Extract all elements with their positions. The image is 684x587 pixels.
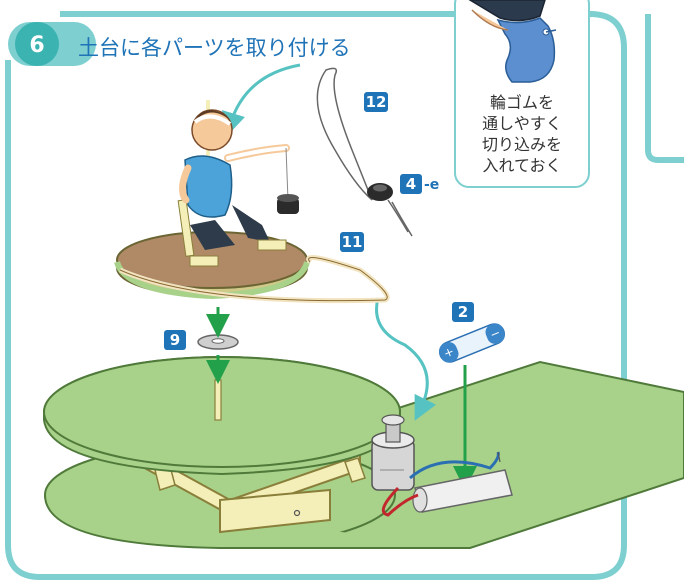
battery-minus-icon: −: [488, 325, 503, 342]
step-title: 土台に各パーツを取り付ける: [78, 36, 351, 60]
part-badge-4: 4 -e: [400, 174, 439, 194]
svg-text:11: 11: [342, 233, 363, 251]
svg-text:12: 12: [366, 93, 387, 111]
battery-part-2: + −: [438, 323, 506, 363]
part-badge-11: 11: [340, 232, 364, 252]
battery-plus-icon: +: [442, 344, 457, 361]
step-header: 6 土台に各パーツを取り付ける: [8, 22, 351, 66]
callout-box: 輪ゴムを 通しやすく 切り込みを 入れておく: [454, 0, 590, 188]
part-badge-9: 9: [164, 330, 186, 350]
step-frame: [5, 11, 684, 580]
battery-holder: [381, 451, 513, 517]
step-number-badge: [15, 22, 59, 66]
arrow-belt-to-motor: [375, 297, 437, 421]
wood-stand: [129, 443, 366, 534]
callout-line-2: 通しやすく: [482, 114, 562, 133]
arrow-string-to-figure: [221, 63, 301, 137]
center-shaft: [214, 379, 222, 421]
svg-text:9: 9: [170, 331, 180, 349]
leg-cutout-illustration: [468, 0, 557, 83]
callout-line-4: 入れておく: [482, 156, 561, 175]
adjacent-panel-border: [645, 14, 684, 163]
thrower-figure: [177, 100, 299, 267]
svg-text:2: 2: [458, 303, 468, 321]
string-loop-part-12: [316, 67, 413, 237]
callout-line-1: 輪ゴムを: [490, 93, 554, 112]
svg-text:4: 4: [406, 175, 416, 193]
weight-part-4: [367, 183, 393, 201]
part-badge-4-suffix: -e: [424, 177, 439, 193]
washer-part-9: [197, 334, 239, 350]
part-badge-12: 12: [364, 92, 388, 112]
step-number: 6: [29, 33, 44, 58]
callout-line-3: 切り込みを: [482, 135, 562, 154]
turntable-disc: [43, 356, 401, 476]
motor: [371, 414, 415, 491]
part-badge-2: 2: [452, 302, 474, 322]
